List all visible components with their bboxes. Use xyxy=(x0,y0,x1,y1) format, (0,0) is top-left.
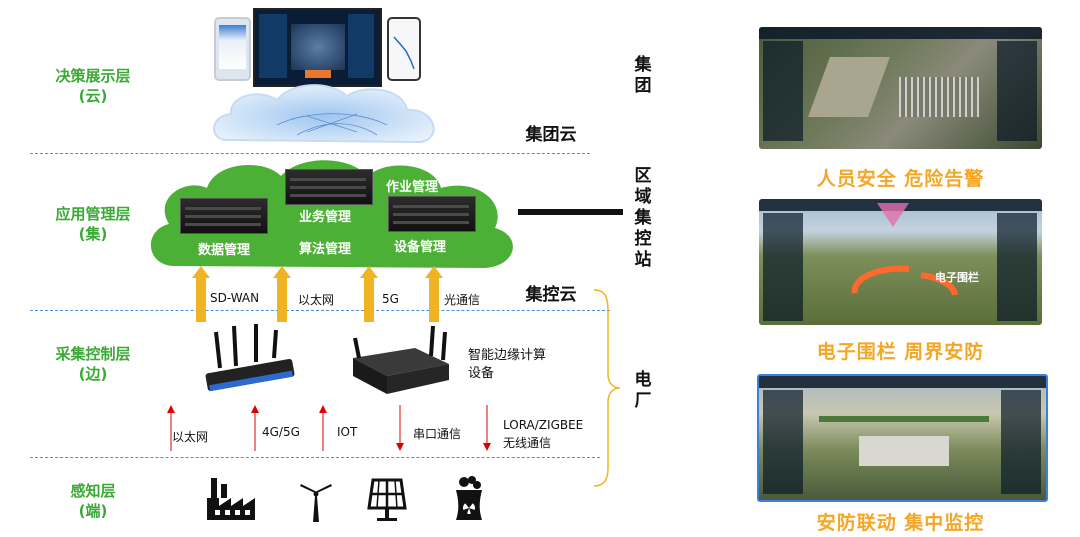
layer-perception-title: 感知层 xyxy=(70,482,116,500)
edge-router-icon xyxy=(205,324,295,392)
edge-computer-icon xyxy=(353,325,449,394)
field-link-ethernet-label: 以太网 xyxy=(172,430,209,444)
server-data xyxy=(180,198,268,234)
factory-icon xyxy=(207,478,255,520)
field-link-ethernet-arrow xyxy=(167,405,175,451)
layer-application-title: 应用管理层 xyxy=(55,205,131,223)
module-data: 数据管理 xyxy=(198,243,251,258)
field-link-lora-arrow xyxy=(483,405,491,451)
layer-decision-label: 决策展示层 (云) xyxy=(28,66,158,106)
separator-field xyxy=(30,457,600,458)
field-link-iot-arrow xyxy=(319,405,327,451)
field-link-serial-arrow xyxy=(396,405,404,451)
power-plant-label: 电厂 xyxy=(634,370,652,411)
uplink-arrow-5g xyxy=(360,266,378,322)
edge-device-label: 智能边缘计算设备 xyxy=(468,348,547,381)
separator-control-cloud xyxy=(30,310,610,311)
panel-electronic-fence: 电子围栏 xyxy=(759,199,1042,325)
solar-panel-icon xyxy=(367,478,407,521)
field-link-iot-label: IOT xyxy=(337,425,358,439)
panel-security-linkage xyxy=(757,374,1048,502)
module-business: 业务管理 xyxy=(299,210,352,225)
group-label: 集团 xyxy=(634,55,652,96)
mobile-chart-phone xyxy=(387,17,421,81)
uplink-arrow-ethernet xyxy=(273,266,291,322)
region-link-bar xyxy=(518,209,623,215)
field-link-serial-label: 串口通信 xyxy=(413,427,462,441)
uplink-arrow-optical xyxy=(425,266,443,322)
layer-application-label: 应用管理层 (集) xyxy=(28,204,158,244)
field-link-wireless-label: 无线通信 xyxy=(503,436,552,450)
panel-personnel-safety xyxy=(759,27,1042,149)
group-cloud-graphic xyxy=(213,84,435,144)
layer-application-sub: (集) xyxy=(78,225,108,243)
server-device xyxy=(388,196,476,232)
panel-electronic-fence-caption: 电子围栏 周界安防 xyxy=(816,341,985,363)
layer-perception-label: 感知层 (端) xyxy=(28,481,158,521)
layer-decision-sub: (云) xyxy=(78,87,108,105)
control-cloud-label: 集控云 xyxy=(525,285,577,305)
field-link-cell-arrow xyxy=(251,405,259,451)
layer-decision-title: 决策展示层 xyxy=(55,67,131,85)
uplink-ethernet-label: 以太网 xyxy=(298,293,335,307)
dashboard-screen xyxy=(253,8,382,87)
server-job xyxy=(285,169,373,205)
uplink-sdwan-label: SD-WAN xyxy=(210,291,260,305)
uplink-optical-label: 光通信 xyxy=(444,293,481,307)
separator-group-cloud xyxy=(30,153,590,154)
group-cloud-label: 集团云 xyxy=(525,125,577,145)
module-algorithm: 算法管理 xyxy=(299,242,352,257)
wind-turbine-icon xyxy=(300,484,332,522)
panel-security-linkage-caption: 安防联动 集中监控 xyxy=(816,512,985,534)
field-link-cell-label: 4G/5G xyxy=(262,425,300,439)
region-station-label: 区域集控站 xyxy=(634,166,652,270)
panel-fence-overlay-label: 电子围栏 xyxy=(935,271,979,284)
uplink-5g-label: 5G xyxy=(382,292,399,306)
layer-perception-sub: (端) xyxy=(78,502,108,520)
nuclear-plant-icon xyxy=(456,476,482,520)
application-cloud-graphic xyxy=(150,160,513,268)
layer-acquisition-label: 采集控制层 (边) xyxy=(28,344,158,384)
uplink-arrow-sdwan xyxy=(192,266,210,322)
module-device: 设备管理 xyxy=(394,240,447,255)
power-plant-bracket xyxy=(593,289,621,487)
panel-personnel-safety-caption: 人员安全 危险告警 xyxy=(816,168,985,190)
layer-acquisition-title: 采集控制层 xyxy=(55,345,131,363)
mobile-app-phone xyxy=(214,17,251,81)
field-link-lora-label: LORA/ZIGBEE xyxy=(503,418,584,432)
layer-acquisition-sub: (边) xyxy=(78,365,108,383)
module-job: 作业管理 xyxy=(386,180,439,195)
